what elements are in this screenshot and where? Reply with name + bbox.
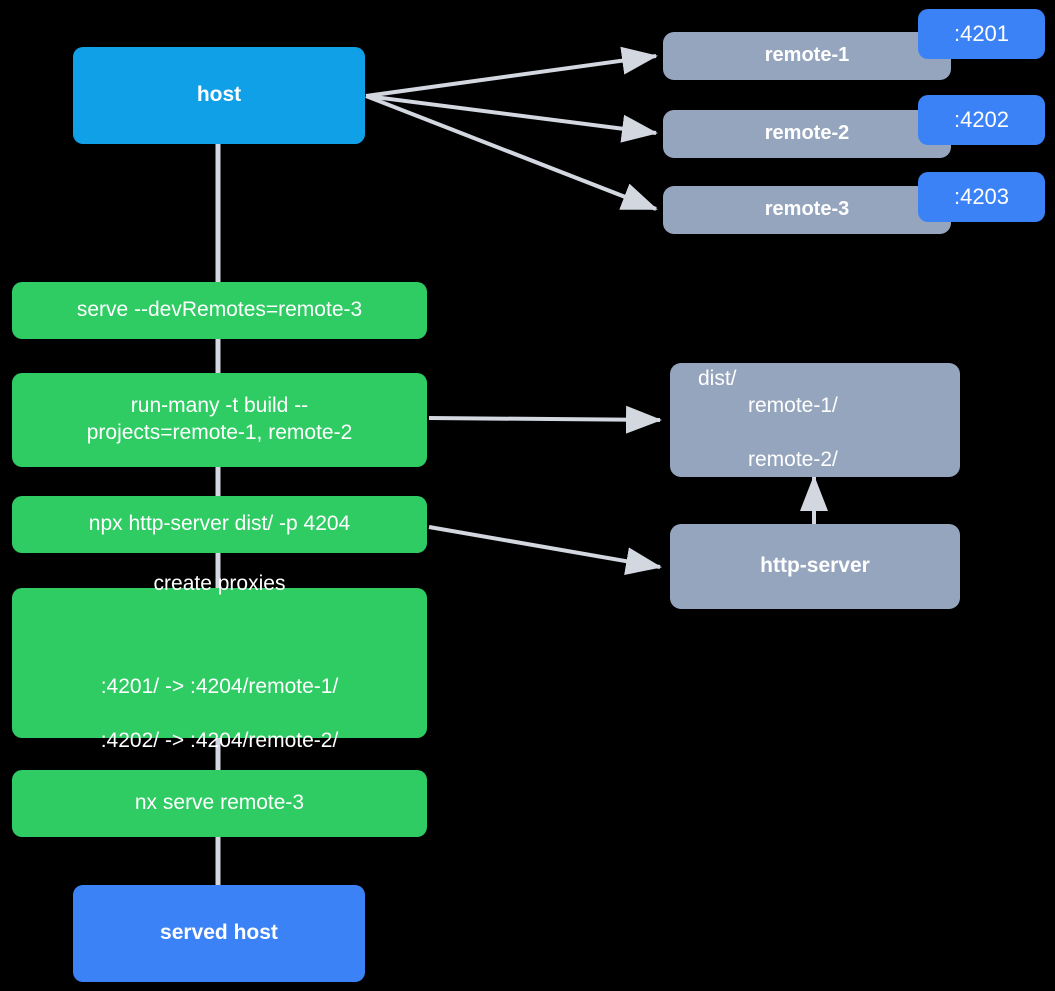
- create-proxies-mapping-1: :4201/ -> :4204/remote-1/: [100, 675, 339, 698]
- port-badge-remote-2-label: :4202: [953, 107, 1010, 132]
- node-served-host[interactable]: served host: [73, 885, 365, 982]
- node-run-many-command-label: run-many -t build -- projects=remote-1, …: [86, 394, 353, 444]
- node-remote-2-label: remote-2: [764, 122, 850, 145]
- create-proxies-title: create proxies: [153, 572, 286, 596]
- dist-tree: dist/ remote-1/ remote-2/: [670, 339, 838, 500]
- node-host-label: host: [196, 83, 242, 107]
- node-nx-serve-remote-3-command[interactable]: nx serve remote-3: [12, 770, 427, 837]
- node-create-proxies-command[interactable]: create proxies :4201/ -> :4204/remote-1/…: [12, 572, 427, 752]
- node-dist[interactable]: dist/ remote-1/ remote-2/: [670, 363, 960, 477]
- edge-host-to-remote-3: [365, 94, 658, 211]
- node-npx-http-server-command-label: npx http-server dist/ -p 4204: [88, 512, 351, 536]
- node-http-server[interactable]: http-server: [670, 524, 960, 609]
- create-proxies-mapping-2: :4202/ -> :4204/remote-2/: [100, 728, 339, 752]
- edge-npx-command-to-http-server: [428, 525, 662, 575]
- create-proxies-spacer: [12, 625, 427, 647]
- node-http-server-label: http-server: [760, 554, 870, 578]
- port-badge-remote-3-label: :4203: [953, 184, 1010, 209]
- edge-run-many-command-to-dist: [428, 405, 662, 434]
- dist-root-label: dist/: [698, 367, 737, 391]
- node-remote-3[interactable]: remote-3: [663, 186, 951, 234]
- port-badge-remote-1: :4201: [918, 9, 1045, 59]
- node-npx-http-server-command[interactable]: npx http-server dist/ -p 4204: [12, 496, 427, 553]
- node-remote-3-label: remote-3: [764, 198, 850, 221]
- edge-host-to-remote-1: [365, 46, 658, 98]
- dist-child-remote-2-label: remote-2/: [748, 447, 838, 471]
- port-badge-remote-3: :4203: [918, 172, 1045, 222]
- create-proxies-body: create proxies :4201/ -> :4204/remote-1/…: [12, 545, 427, 782]
- port-badge-remote-1-label: :4201: [953, 21, 1010, 46]
- node-run-many-command[interactable]: run-many -t build -- projects=remote-1, …: [12, 373, 427, 467]
- dist-child-remote-1-label: remote-1/: [748, 394, 838, 418]
- node-remote-2[interactable]: remote-2: [663, 110, 951, 158]
- edge-host-to-remote-2: [365, 94, 658, 143]
- node-nx-serve-remote-3-command-label: nx serve remote-3: [134, 791, 305, 815]
- node-serve-command[interactable]: serve --devRemotes=remote-3: [12, 282, 427, 339]
- node-remote-1[interactable]: remote-1: [663, 32, 951, 80]
- node-remote-1-label: remote-1: [764, 44, 850, 67]
- node-served-host-label: served host: [160, 921, 278, 945]
- node-serve-command-label: serve --devRemotes=remote-3: [76, 298, 363, 322]
- port-badge-remote-2: :4202: [918, 95, 1045, 145]
- node-host[interactable]: host: [73, 47, 365, 144]
